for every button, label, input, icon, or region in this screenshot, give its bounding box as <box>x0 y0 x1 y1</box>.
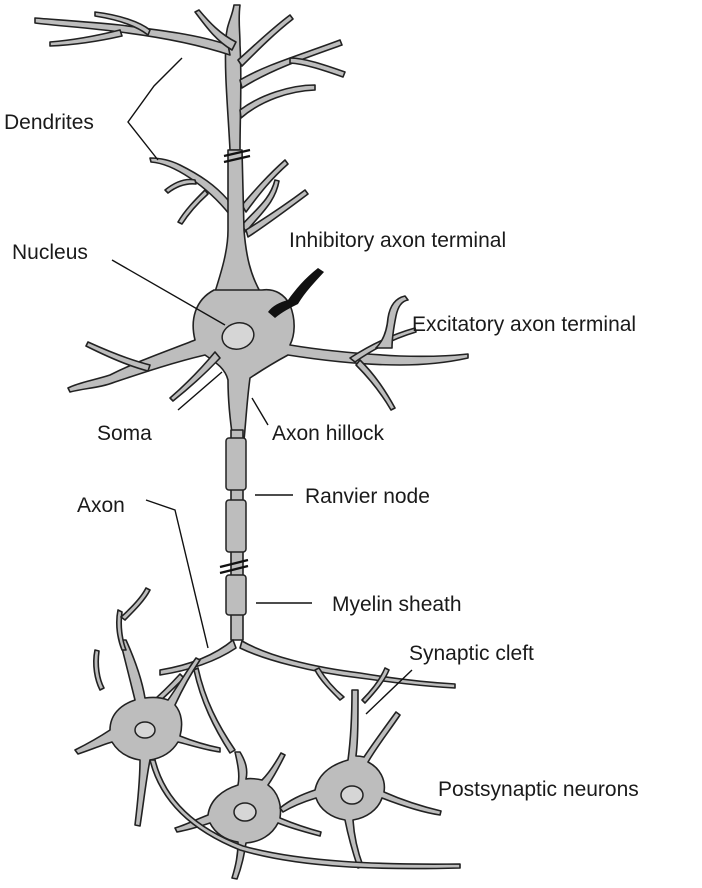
label-postsynaptic-neurons: Postsynaptic neurons <box>438 779 639 800</box>
label-dendrites: Dendrites <box>4 112 94 133</box>
label-synaptic-cleft: Synaptic cleft <box>409 643 534 664</box>
label-myelin-sheath: Myelin sheath <box>332 594 462 615</box>
label-ranvier-node: Ranvier node <box>305 486 430 507</box>
postsynaptic-tail <box>150 760 460 869</box>
label-soma: Soma <box>97 423 152 444</box>
label-excitatory-axon-terminal: Excitatory axon terminal <box>412 314 636 335</box>
label-nucleus: Nucleus <box>12 242 88 263</box>
soma-branch-right-low <box>356 360 395 410</box>
postsynaptic-neuron-3 <box>280 668 441 868</box>
label-axon: Axon <box>77 495 125 516</box>
label-inhibitory-axon-terminal: Inhibitory axon terminal <box>289 230 506 251</box>
soma-branch-left <box>86 342 150 371</box>
axon-shape <box>220 430 248 640</box>
postsynaptic-neuron-1 <box>75 588 220 826</box>
label-axon-hillock: Axon hillock <box>272 423 384 444</box>
